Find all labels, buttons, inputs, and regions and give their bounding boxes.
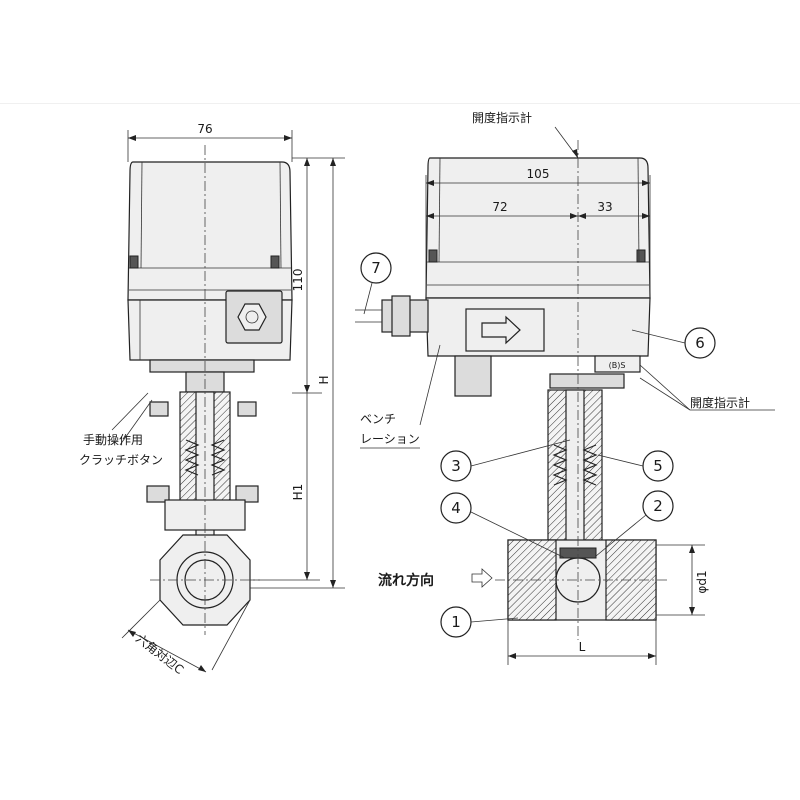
manual-clutch-label-1: 手動操作用 — [83, 432, 143, 447]
svg-text:6: 6 — [695, 334, 705, 352]
dim-width-front: 105 — [425, 167, 651, 298]
breather-label-1: ベンチ — [360, 412, 396, 426]
dim-length: L — [507, 620, 657, 665]
dim-33: 33 — [597, 200, 612, 214]
indicator-right-callout: 開度指示計 — [639, 364, 775, 411]
dim-front-split: 72 33 — [426, 200, 650, 219]
flow-direction: 流れ方向 — [378, 568, 493, 589]
dim-phi-d1: φd1 — [695, 570, 709, 593]
dim-H: H — [317, 375, 331, 384]
indicator-top-callout: 開度指示計 — [472, 110, 579, 159]
dim-110: 110 — [291, 269, 305, 292]
manual-clutch-label-2: クラッチボタン — [79, 453, 163, 467]
bs-mark: (B)S — [609, 361, 626, 370]
flow-arrow-icon — [471, 568, 493, 588]
dim-height-actuator: 110 — [291, 157, 345, 394]
breather-callout: ベンチ レーション — [360, 344, 441, 449]
top-margin — [0, 0, 800, 104]
dim-L: L — [579, 640, 586, 654]
svg-text:5: 5 — [653, 457, 663, 475]
dim-105: 105 — [527, 167, 550, 181]
svg-text:2: 2 — [653, 497, 663, 515]
part-5: 5 — [597, 450, 674, 482]
dim-valve-height: H1 — [250, 393, 320, 581]
dim-76: 76 — [197, 122, 212, 136]
side-view — [127, 145, 293, 635]
dim-width-side: 76 — [127, 122, 293, 162]
indicator-top-label: 開度指示計 — [472, 110, 532, 125]
part-7: 7 — [360, 252, 392, 315]
part-6: 6 — [631, 327, 716, 359]
svg-text:1: 1 — [451, 613, 461, 631]
part-4: 4 — [440, 492, 566, 559]
part-callouts: 7 6 3 5 4 2 1 — [360, 252, 716, 638]
front-view: (B)S — [355, 140, 670, 640]
svg-text:3: 3 — [451, 457, 461, 475]
dim-port-diameter: φd1 — [656, 544, 709, 616]
manual-clutch-callout: 手動操作用 クラッチボタン — [79, 392, 163, 467]
hex-across-flats-label: 六角対辺C — [133, 631, 186, 677]
dim-total-height: H — [250, 158, 345, 589]
part-1: 1 — [440, 606, 519, 638]
part-2: 2 — [595, 490, 674, 557]
dim-72: 72 — [492, 200, 507, 214]
dim-H1: H1 — [291, 484, 305, 501]
indicator-right-label: 開度指示計 — [690, 395, 750, 410]
part-3: 3 — [440, 439, 571, 482]
breather-label-2: レーション — [360, 432, 420, 446]
flow-direction-label: 流れ方向 — [378, 572, 434, 589]
svg-text:4: 4 — [451, 499, 461, 517]
svg-text:7: 7 — [371, 259, 381, 277]
